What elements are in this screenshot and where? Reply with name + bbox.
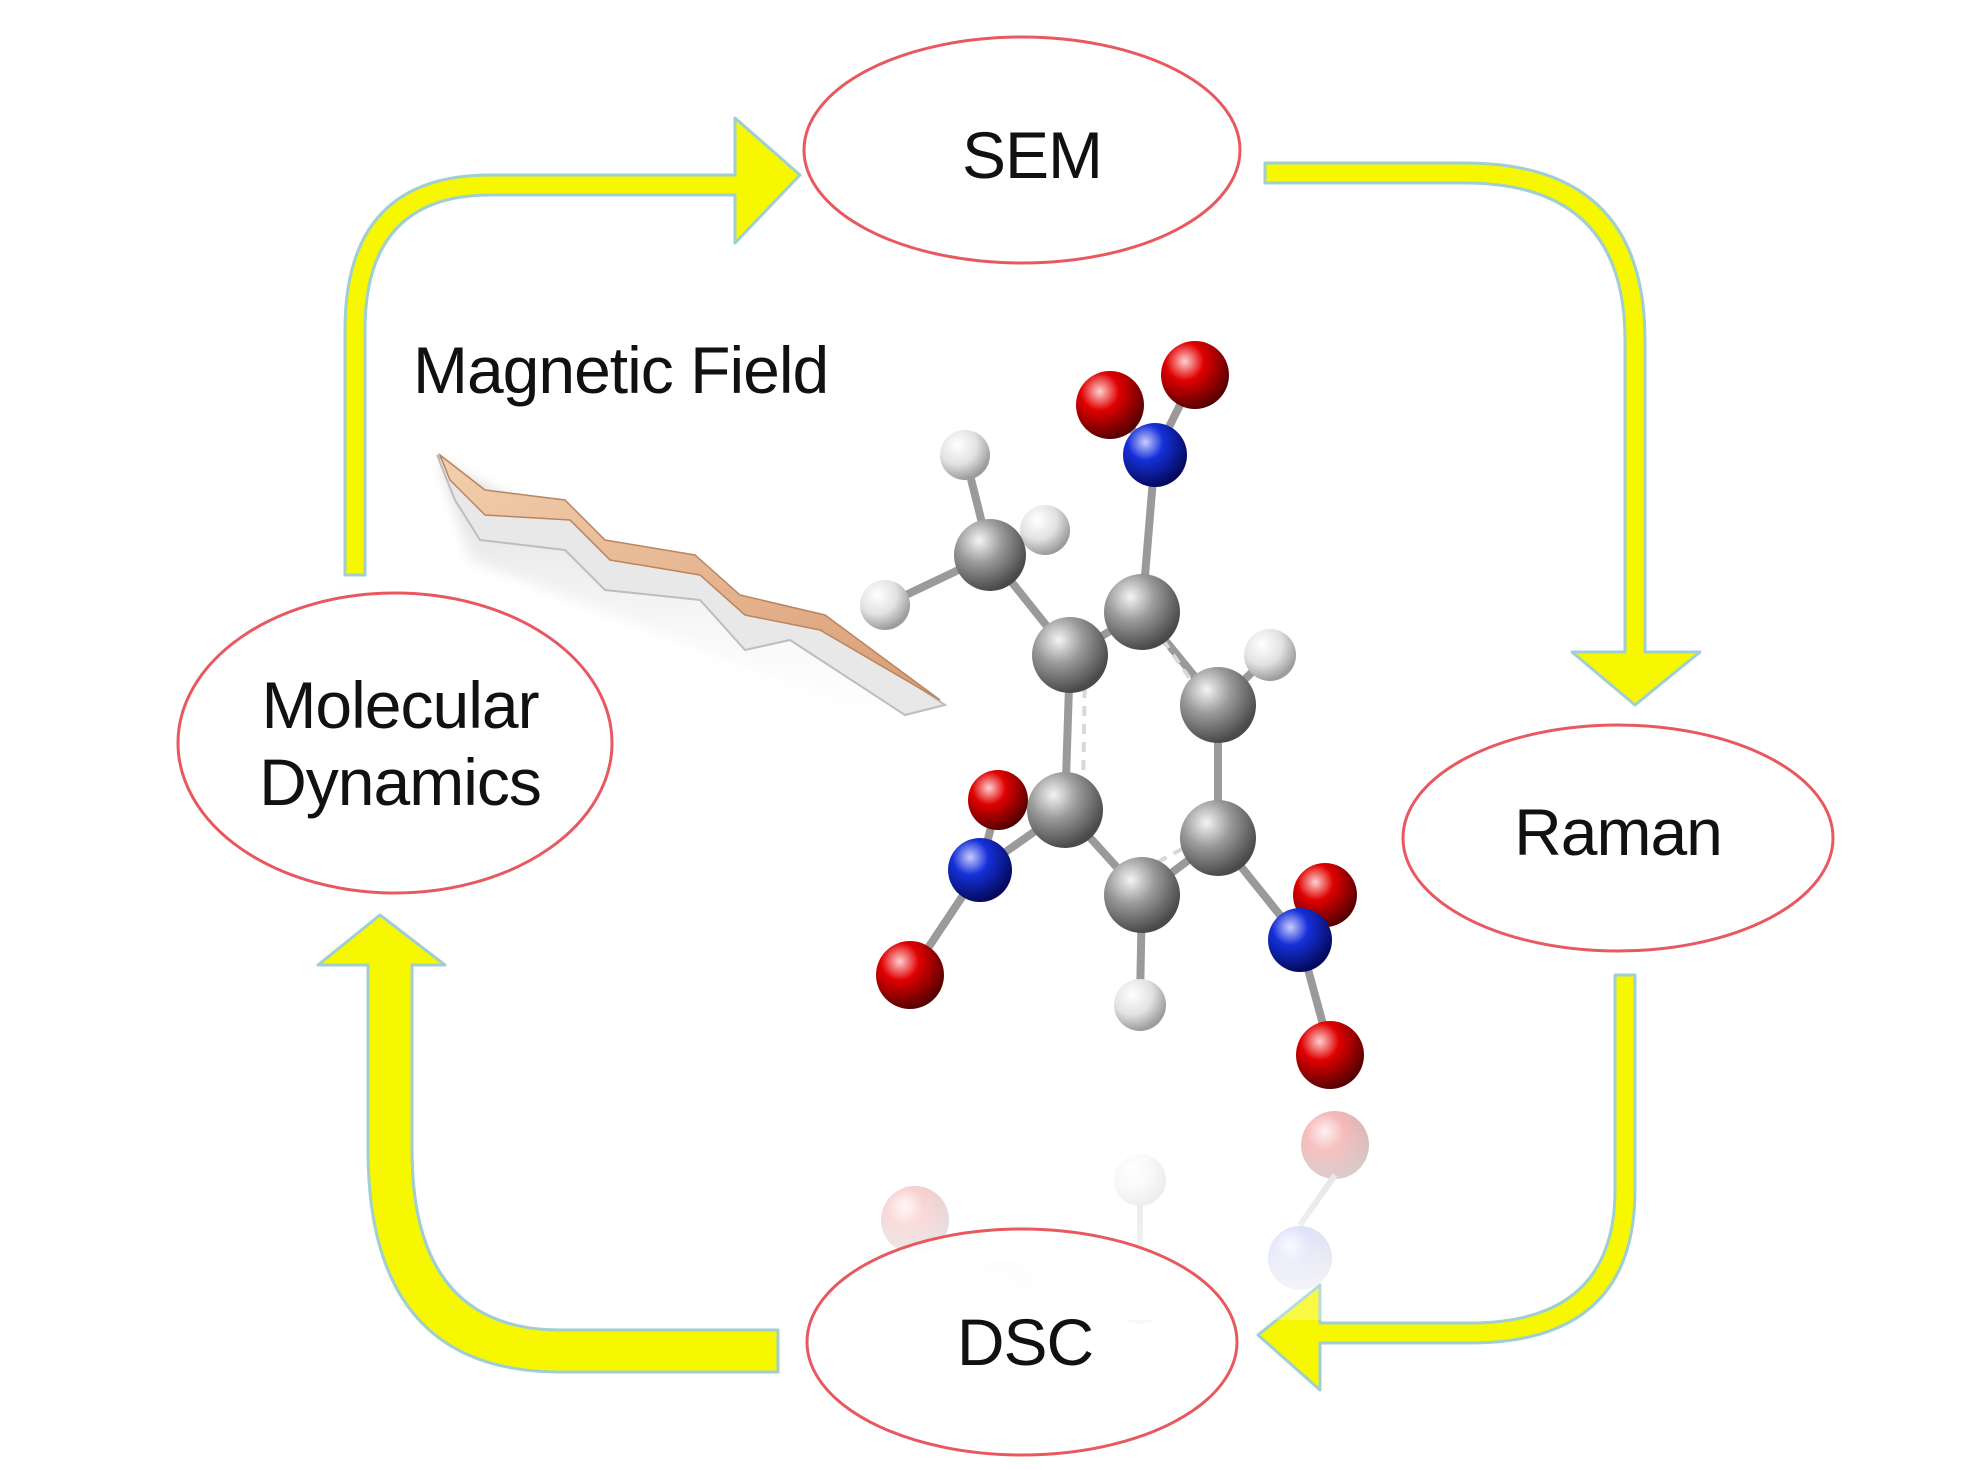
md-label-line1: Molecular [261,668,538,742]
carbon-atom [1104,857,1180,933]
arrow-sem-to-raman [1263,161,1702,707]
dsc-label: DSC [957,1305,1093,1379]
node-raman: Raman [1401,723,1835,953]
nitrogen-atom [1268,908,1332,972]
carbon-atom [1104,574,1180,650]
hydrogen-atom [940,430,990,480]
raman-ellipse [1401,723,1835,953]
molecule-model [860,341,1364,1089]
oxygen-atom [1076,371,1144,439]
arrow-dsc-to-md [316,913,780,1374]
md-label-line2: Dynamics [259,745,541,819]
node-dsc: DSC [805,1227,1239,1457]
magnetic-field-ribbon [436,452,985,760]
sem-ellipse [802,35,1242,265]
sem-label: SEM [962,118,1102,192]
dsc-ellipse [805,1227,1239,1457]
arrow-md-to-sem [343,116,802,577]
bonds [881,371,1334,1054]
oxygen-atom [968,770,1028,830]
oxygen-atom [1161,341,1229,409]
oxygen-atom [876,941,944,1009]
node-sem: SEM [802,35,1242,265]
arrow-raman-to-dsc [1256,973,1637,1392]
nitrogen-atom [948,838,1012,902]
hydrogen-atom [860,580,910,630]
nitrogen-atom [1123,423,1187,487]
node-molecular-dynamics: Molecular Dynamics [176,591,614,895]
carbon-atom [1180,800,1256,876]
hydrogen-atom [1114,979,1166,1031]
carbon-atom [954,519,1026,591]
hydrogen-atom [1244,629,1296,681]
carbon-atom [1032,617,1108,693]
oxygen-atom [1296,1021,1364,1089]
carbon-atom [1180,667,1256,743]
magnetic-field-label: Magnetic Field [413,333,828,407]
hydrogen-atom [1020,505,1070,555]
carbon-atom [1027,772,1103,848]
md-ellipse [176,591,614,895]
raman-label: Raman [1514,795,1722,869]
